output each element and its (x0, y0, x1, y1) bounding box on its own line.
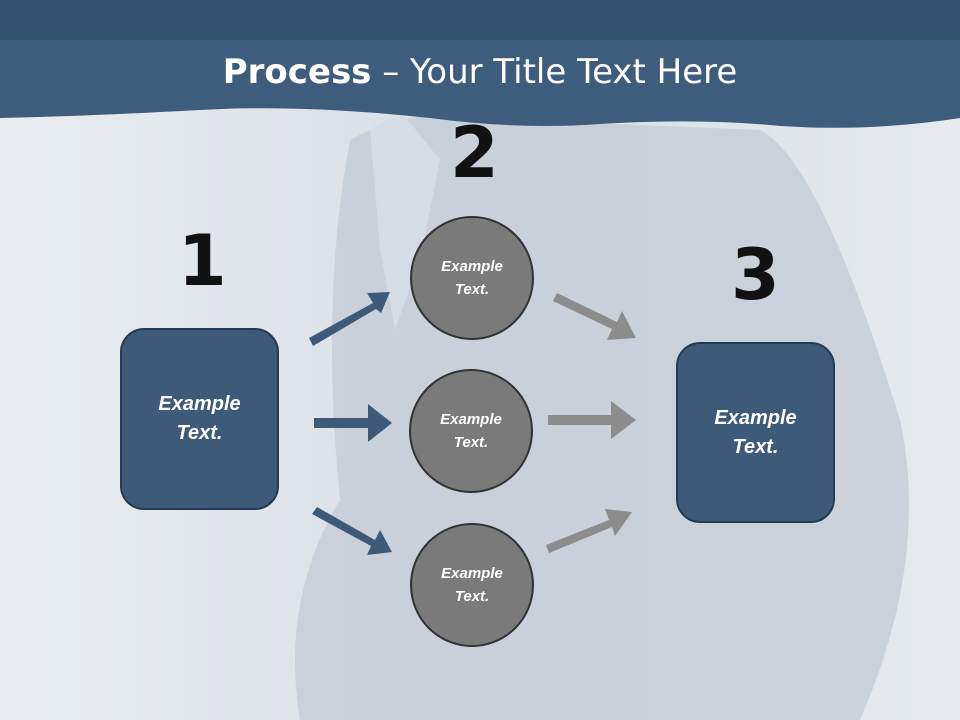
step-number-1: 1 (178, 220, 227, 302)
step-number-2: 2 (450, 112, 499, 194)
box-left-line2: Text. (176, 422, 223, 444)
arrow-blue-up (309, 292, 390, 346)
circle-middle-line2: Text. (453, 434, 489, 451)
title-rest: – Your Title Text Here (371, 52, 738, 92)
box-left-line1: Example (158, 393, 241, 415)
circle-top: Example Text. (410, 216, 534, 340)
circle-top-line1: Example (441, 258, 503, 275)
box-right-line1: Example (714, 406, 797, 429)
circle-bottom-line1: Example (441, 565, 503, 582)
circle-middle-line1: Example (440, 411, 502, 428)
arrow-blue-mid (314, 404, 392, 442)
circle-top-line2: Text. (454, 281, 490, 298)
step-number-3: 3 (731, 234, 780, 316)
step-box-left: Example Text. (120, 328, 279, 510)
circle-bottom: Example Text. (410, 523, 534, 647)
circle-bottom-line2: Text. (454, 588, 490, 605)
box-right-line2: Text. (732, 435, 779, 458)
title-bold: Process (222, 52, 372, 92)
step-box-right: Example Text. (676, 342, 835, 523)
slide-title: Process – Your Title Text Here (0, 52, 960, 92)
arrow-gray-up (546, 509, 632, 553)
arrow-blue-down (312, 507, 392, 555)
arrow-gray-down (553, 293, 636, 340)
circle-middle: Example Text. (409, 369, 533, 493)
arrow-gray-mid (548, 401, 636, 439)
